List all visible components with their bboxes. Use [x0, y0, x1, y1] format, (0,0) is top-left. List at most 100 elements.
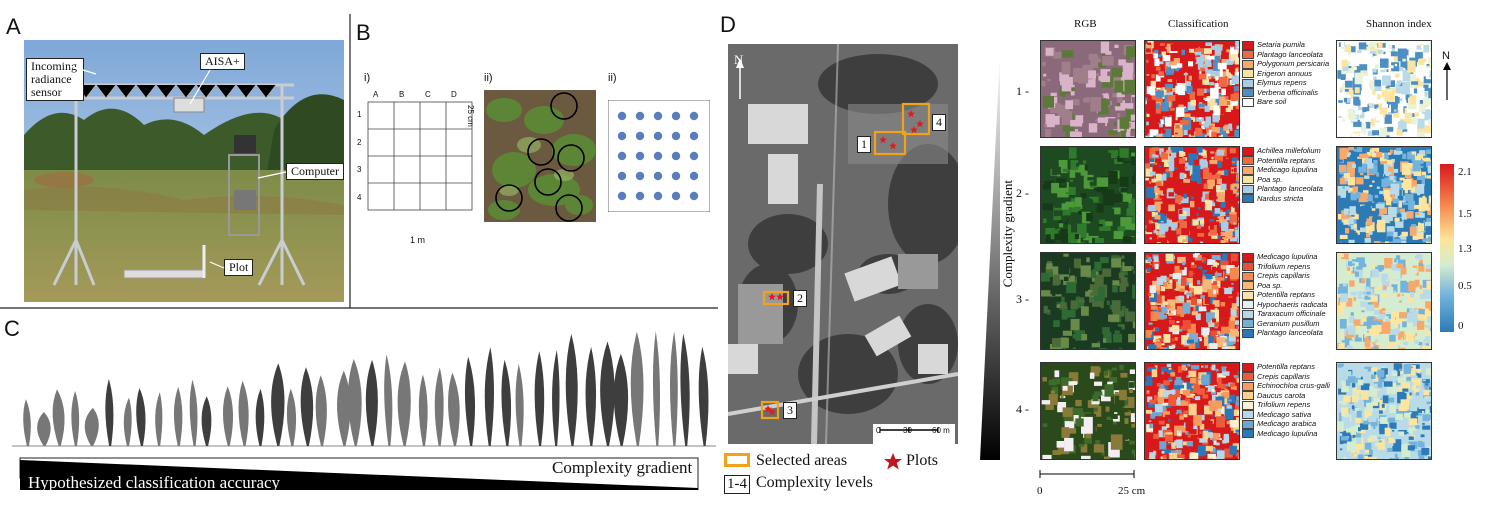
- legend-species-name: Poa sp.: [1257, 174, 1283, 184]
- col-title-classification: Classification: [1168, 18, 1229, 30]
- panel-b-sub-ii: ii): [484, 72, 493, 84]
- legend-item: Medicago arabica: [1242, 419, 1330, 429]
- legend-item: Potentilla reptans: [1242, 362, 1330, 372]
- legend-swatch: [1242, 156, 1254, 166]
- plant-silhouette: [300, 367, 314, 446]
- complexity-wedge: [980, 52, 1000, 460]
- sampling-point: [689, 111, 699, 121]
- sampling-point: [653, 191, 663, 201]
- legend-species-name: Medicago sativa: [1257, 409, 1312, 419]
- plant-silhouette: [652, 331, 661, 446]
- legend-swatch: [1242, 391, 1254, 401]
- classification-tile-4: [1144, 362, 1240, 460]
- legend-swatch: [1242, 40, 1254, 50]
- rgb-tile-4: [1040, 362, 1136, 460]
- grid-row-2: 2: [357, 138, 362, 147]
- plant-silhouette: [397, 361, 411, 446]
- north-arrow-icon: [1443, 62, 1451, 100]
- legend-item: Medicago sativa: [1242, 410, 1330, 420]
- rgb-tile-1: [1040, 40, 1136, 138]
- legend-item: Trifolium repens: [1242, 262, 1327, 272]
- legend-swatch: [1242, 328, 1254, 338]
- accuracy-label: Hypothesized classification accuracy: [28, 473, 281, 492]
- legend-swatch: [1242, 300, 1254, 310]
- level-label-1: 1 -: [1016, 84, 1029, 98]
- map-area-2: 2: [793, 290, 807, 307]
- legend-item: Nardus stricta: [1242, 194, 1323, 204]
- legend-item: Poa sp.: [1242, 281, 1327, 291]
- plant-silhouette: [136, 387, 146, 446]
- legend-species-name: Elymus repens: [1257, 78, 1307, 88]
- legend-species-name: Hypochaeris radicata: [1257, 299, 1328, 309]
- legend-swatch: [1242, 281, 1254, 291]
- grid-width-label: 1 m: [410, 235, 426, 245]
- plant-silhouette: [189, 379, 198, 446]
- shannon-colorbar: [1440, 164, 1454, 332]
- legend-species-name: Daucus carota: [1257, 390, 1306, 400]
- legend-swatch: [1242, 165, 1254, 175]
- sampling-point: [671, 131, 681, 141]
- plant-silhouettes: [12, 331, 716, 490]
- sampling-point: [653, 111, 663, 121]
- legend-species-name: Bare soil: [1257, 97, 1287, 107]
- legend-species-name: Trifolium repens: [1257, 400, 1311, 410]
- legend-item: Plantago lanceolata: [1242, 50, 1329, 60]
- plant-silhouette: [222, 386, 234, 446]
- panel-b-sub-i: i): [364, 72, 371, 84]
- colorbar-tick-0: 0: [1458, 320, 1464, 332]
- panel-a-letter: A: [6, 14, 21, 39]
- legend-selected-swatch: [724, 453, 750, 467]
- plant-silhouette: [255, 388, 265, 446]
- legend-swatch: [1242, 429, 1254, 439]
- grid-cell-size: 25 cm: [466, 105, 475, 127]
- legend-species-name: Potentilla reptans: [1257, 155, 1315, 165]
- legend-item: Erigeron annuus: [1242, 69, 1329, 79]
- plant-silhouette: [515, 363, 524, 446]
- plant-silhouette: [84, 407, 99, 446]
- legend-item: Poa sp.: [1242, 175, 1323, 185]
- plot-star: [889, 142, 897, 150]
- aerial-map: [728, 44, 958, 444]
- label-incoming-radiance-sensor: Incoming radiance sensor: [26, 58, 84, 101]
- legend-species-name: Setaria pumila: [1257, 40, 1305, 49]
- legend-species-name: Crepis capillaris: [1257, 271, 1310, 281]
- sampling-point: [635, 131, 645, 141]
- grid-scale-25cm: 25 cm: [1118, 485, 1146, 497]
- legend-selected-label: Selected areas: [756, 452, 848, 469]
- legend-swatch: [1242, 319, 1254, 329]
- legend-swatch: [1242, 410, 1254, 420]
- sampling-point: [635, 111, 645, 121]
- legend-species-name: Crepis capillaris: [1257, 371, 1310, 381]
- legend-item: Medicago lupulina: [1242, 252, 1327, 262]
- legend-species-name: Medicago lupulina: [1257, 428, 1318, 438]
- colorbar-tick-0-5: 0.5: [1458, 280, 1472, 292]
- legend-item: Daucus carota: [1242, 391, 1330, 401]
- legend-species-name: Potentilla reptans: [1257, 290, 1315, 300]
- plant-silhouette: [155, 392, 163, 446]
- legend-item: Elymus repens: [1242, 78, 1329, 88]
- col-title-rgb: RGB: [1074, 18, 1097, 30]
- classification-tile-3: [1144, 252, 1240, 350]
- plant-silhouette: [585, 346, 597, 446]
- plant-silhouette: [37, 411, 51, 446]
- legend-species-name: Trifolium repens: [1257, 261, 1311, 271]
- legend-item: Plantago lanceolata: [1242, 184, 1323, 194]
- legend-item: Verbena officinalis: [1242, 88, 1329, 98]
- label-plot: Plot: [224, 259, 254, 276]
- legend-item: Taraxacum officinale: [1242, 309, 1327, 319]
- plot-star: [764, 405, 772, 413]
- plant-silhouette: [448, 372, 460, 446]
- plot-star: [916, 120, 924, 128]
- plant-silhouette: [337, 370, 351, 446]
- subplot-grid: [367, 101, 473, 211]
- subplot-photo: [484, 90, 596, 222]
- shannon-tile-2: [1336, 146, 1432, 244]
- colorbar-tick-1-5: 1.5: [1458, 208, 1472, 220]
- legend-levels-box: 1-4: [724, 475, 750, 494]
- legend-swatch: [1242, 271, 1254, 281]
- legend-species-name: Achillea millefolium: [1257, 146, 1321, 155]
- legend-item: Echinochloa crus-galli: [1242, 381, 1330, 391]
